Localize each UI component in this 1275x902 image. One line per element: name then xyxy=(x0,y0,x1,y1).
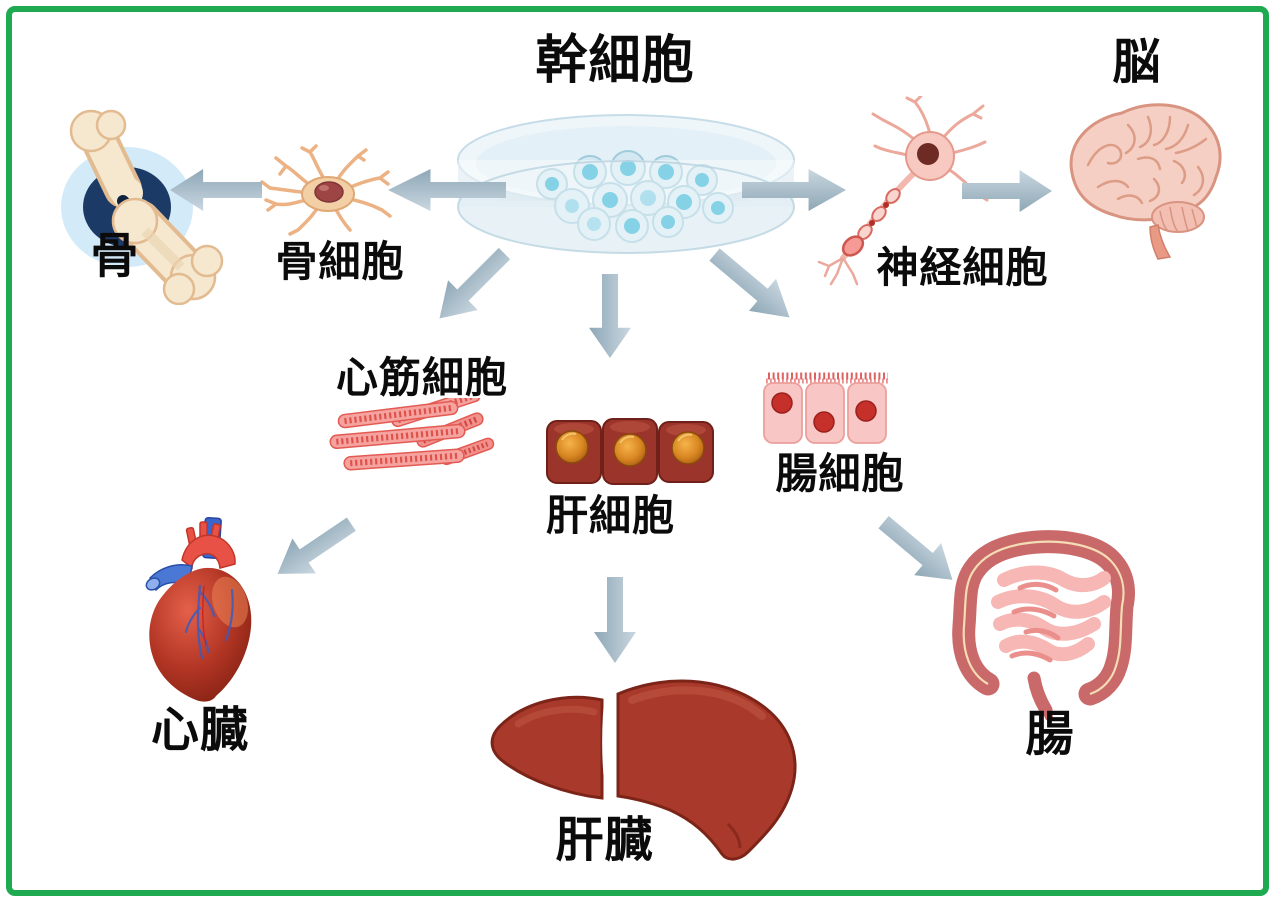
label-stem-cell: 幹細胞 xyxy=(535,32,695,90)
label-cardiac-muscle-cell: 心筋細胞 xyxy=(335,354,508,401)
label-bone: 骨 xyxy=(90,230,140,283)
label-intestine-cell: 腸細胞 xyxy=(775,450,905,497)
arrow-livercell-to-liver xyxy=(594,577,636,663)
petri-dish-icon xyxy=(457,114,795,254)
arrow-stemcell-to-nervecell xyxy=(742,169,846,211)
arrow-stemcell-to-intestinecell xyxy=(709,248,790,318)
heart-organ-icon xyxy=(145,516,252,702)
liver-organ-icon xyxy=(490,679,797,861)
intestinal-epithelial-cells-icon xyxy=(763,372,890,444)
brain-organ-icon xyxy=(1069,103,1222,260)
label-intestine: 腸 xyxy=(1025,708,1075,761)
arrow-bonecell-to-bone xyxy=(170,169,262,211)
arrow-stemcell-to-livercell xyxy=(589,274,631,358)
arrow-stemcell-to-bonecell xyxy=(388,169,506,211)
label-heart: 心臓 xyxy=(150,704,249,757)
green-border-frame xyxy=(6,6,1269,896)
arrow-intestinecell-to-intestine xyxy=(878,515,953,580)
arrow-nervecell-to-brain xyxy=(962,170,1052,212)
neuron-cell-icon xyxy=(817,96,989,286)
osteocyte-cell-icon xyxy=(260,144,392,236)
label-bone-cell: 骨細胞 xyxy=(275,238,405,285)
label-liver-cell: 肝細胞 xyxy=(545,492,675,539)
bone-joint-icon xyxy=(61,109,224,305)
intestine-organ-icon xyxy=(952,530,1135,720)
arrow-stemcell-to-musclecell xyxy=(439,247,511,319)
label-brain: 脳 xyxy=(1112,36,1162,89)
stem-cells-cluster xyxy=(536,150,734,243)
hepatocyte-cells-icon xyxy=(546,418,714,485)
cardiac-muscle-fibers-icon xyxy=(329,398,495,471)
arrow-musclecell-to-heart xyxy=(277,517,356,574)
label-liver: 肝臓 xyxy=(555,814,654,867)
label-nerve-cell: 神経細胞 xyxy=(876,244,1049,291)
